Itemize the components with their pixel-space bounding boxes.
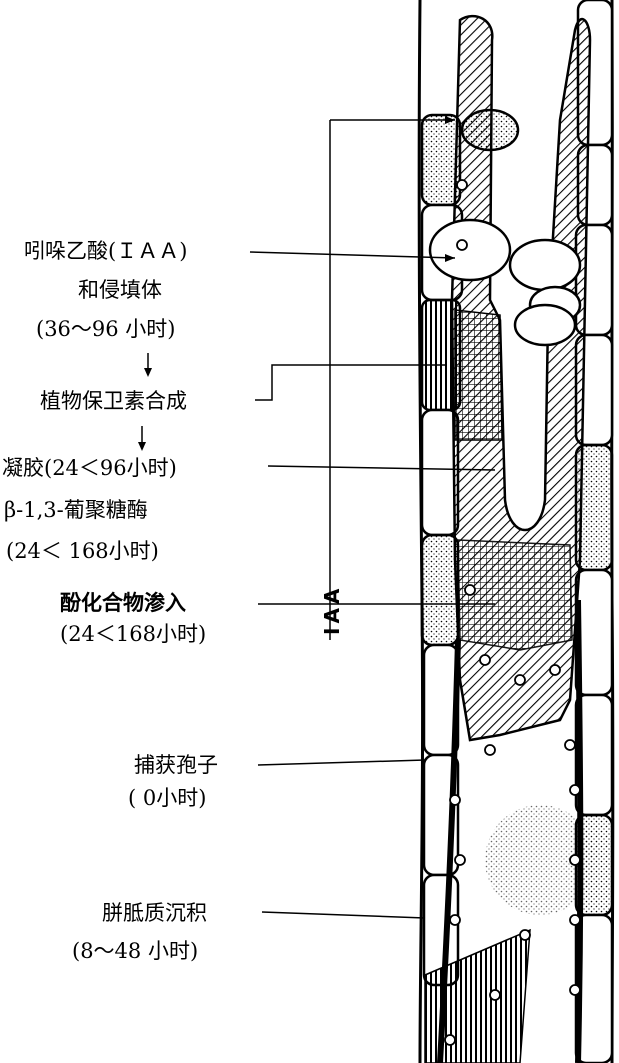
arrow-heads (138, 116, 455, 451)
label-phenolic-line2: (24＜168小时) (60, 622, 207, 646)
pit-circles (444, 179, 581, 1046)
label-iaa-line2: 和侵填体 (78, 278, 162, 302)
phenolic-band (457, 539, 573, 651)
label-tylose-line2: (8～48 小时) (72, 939, 199, 963)
label-capture-line2: ( 0小时) (128, 786, 207, 810)
label-capture-line1: 捕获孢子 (134, 753, 218, 777)
label-iaa-line3: (36～96 小时) (36, 317, 176, 341)
label-phenolic-line1: 酚化合物渗入 (60, 590, 186, 615)
phytoalexin-region (454, 309, 503, 441)
label-iaa-line1: 吲哚乙酸(ＩＡＡ) (24, 239, 188, 263)
label-gel-line2: β-1,3-葡聚糖酶 (4, 498, 148, 522)
label-gel-line3: (24＜ 168小时) (6, 539, 159, 563)
spore-cloud (485, 805, 595, 915)
tyloses (428, 108, 582, 347)
label-tylose-line1: 胼胝质沉积 (102, 901, 207, 925)
label-gel-line1: 凝胶(24＜96小时) (2, 456, 177, 480)
iaa-vertical-label: IAA (320, 584, 344, 635)
callose-deposit (424, 928, 531, 1063)
label-phytoalexin: 植物保卫素合成 (40, 389, 187, 413)
leader-lines (141, 119, 496, 919)
